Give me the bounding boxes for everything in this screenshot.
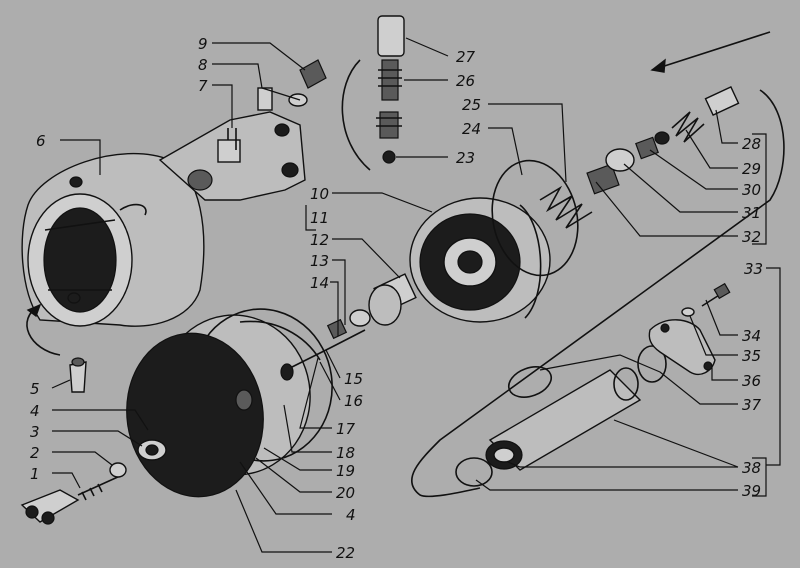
part-labels: 1 2 3 4 4 5 6 7 8 9 10 11 12 13 14 15 16… xyxy=(30,35,763,562)
spring-29-part xyxy=(671,85,740,143)
valve-stack-part xyxy=(341,15,405,171)
label-11: 11 xyxy=(310,209,329,227)
label-17: 17 xyxy=(336,420,356,438)
label-2: 2 xyxy=(30,444,40,462)
label-1: 1 xyxy=(30,465,40,483)
label-37: 37 xyxy=(742,396,762,414)
label-38: 38 xyxy=(742,459,761,477)
rod-assembly-part xyxy=(280,273,417,381)
label-27: 27 xyxy=(456,48,476,66)
label-5: 5 xyxy=(30,380,40,398)
label-18: 18 xyxy=(336,444,355,462)
label-34: 34 xyxy=(742,327,761,345)
grease-fitting-part xyxy=(26,303,87,393)
label-16: 16 xyxy=(344,392,363,410)
label-12: 12 xyxy=(310,231,329,249)
label-33: 33 xyxy=(744,260,763,278)
o-ring-24-part xyxy=(491,159,579,277)
label-3: 3 xyxy=(30,423,40,441)
label-4-top: 4 xyxy=(30,402,40,420)
label-22: 22 xyxy=(336,544,355,562)
label-35: 35 xyxy=(742,347,761,365)
label-29: 29 xyxy=(742,160,761,178)
fork-rod-part xyxy=(20,462,127,525)
flow-arrow xyxy=(651,31,771,71)
piston-10-part xyxy=(409,197,551,323)
label-7: 7 xyxy=(198,77,208,95)
label-19: 19 xyxy=(336,462,355,480)
label-23: 23 xyxy=(456,149,475,167)
label-31: 31 xyxy=(742,204,761,222)
label-25: 25 xyxy=(462,96,481,114)
label-36: 36 xyxy=(742,372,761,390)
label-6: 6 xyxy=(36,132,46,150)
label-8: 8 xyxy=(198,56,208,74)
label-20: 20 xyxy=(336,484,355,502)
label-39: 39 xyxy=(742,482,761,500)
fitting-9-part xyxy=(288,59,327,107)
housing-part xyxy=(21,87,306,327)
spring-25-part xyxy=(539,131,670,229)
leader-lines xyxy=(51,37,781,553)
label-13: 13 xyxy=(310,252,329,270)
parts-drawing xyxy=(20,15,785,525)
label-4-bottom: 4 xyxy=(346,506,356,524)
flange-36-part xyxy=(648,282,731,376)
label-9: 9 xyxy=(198,35,208,53)
label-28: 28 xyxy=(742,135,761,153)
label-26: 26 xyxy=(456,72,475,90)
label-32: 32 xyxy=(742,228,761,246)
label-14: 14 xyxy=(310,274,329,292)
flow-arrow-head xyxy=(650,58,666,73)
label-15: 15 xyxy=(344,370,363,388)
label-30: 30 xyxy=(742,181,761,199)
label-24: 24 xyxy=(462,120,481,138)
detail-envelope xyxy=(410,89,785,498)
label-10: 10 xyxy=(310,185,329,203)
valve-body-part xyxy=(455,345,667,487)
cover-22-part xyxy=(126,308,333,498)
